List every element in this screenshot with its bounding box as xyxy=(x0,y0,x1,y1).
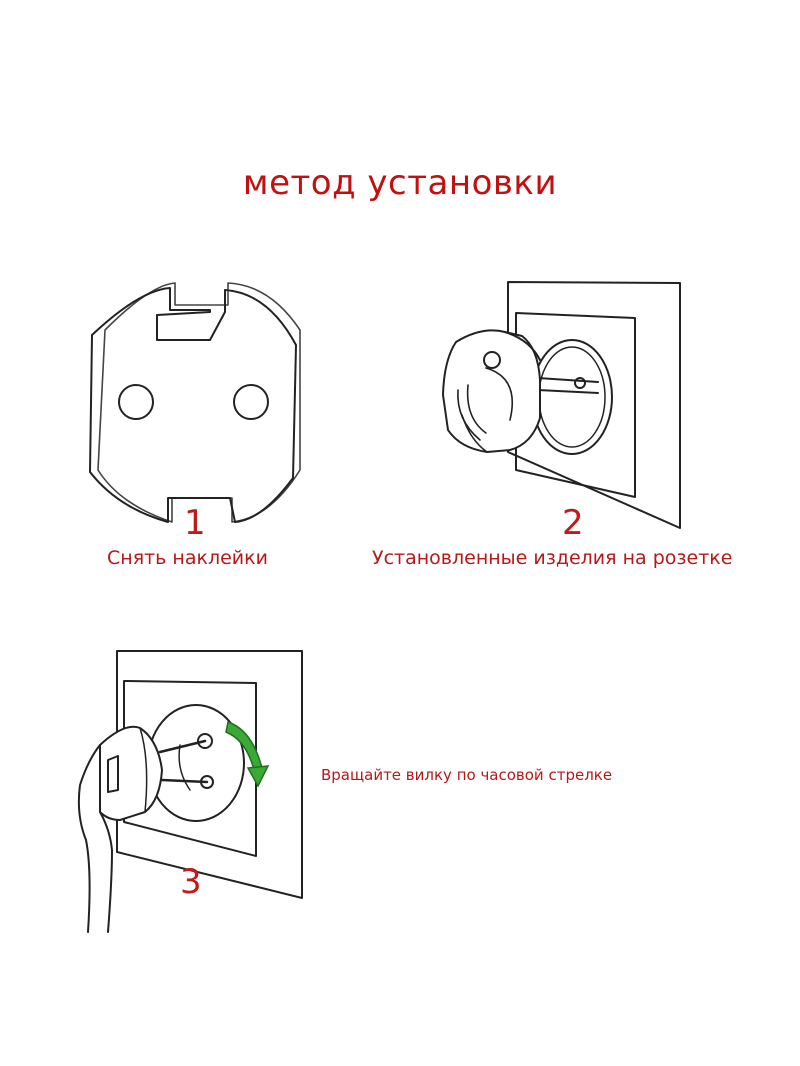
rotation-arrow-icon xyxy=(225,721,270,788)
step-number-2: 2 xyxy=(562,503,584,543)
step-caption-1: Снять наклейки xyxy=(107,547,268,569)
page-title: метод установки xyxy=(242,163,558,203)
step-caption-2: Установленные изделия на розетке xyxy=(372,547,733,569)
step2-socket-illustration xyxy=(442,281,681,529)
step3-plug-illustration xyxy=(77,650,303,933)
step-number-3: 3 xyxy=(180,862,202,902)
step-caption-3: Вращайте вилку по часовой стрелке xyxy=(321,766,613,784)
step1-cover-illustration xyxy=(89,282,301,523)
step-number-1: 1 xyxy=(184,503,206,543)
